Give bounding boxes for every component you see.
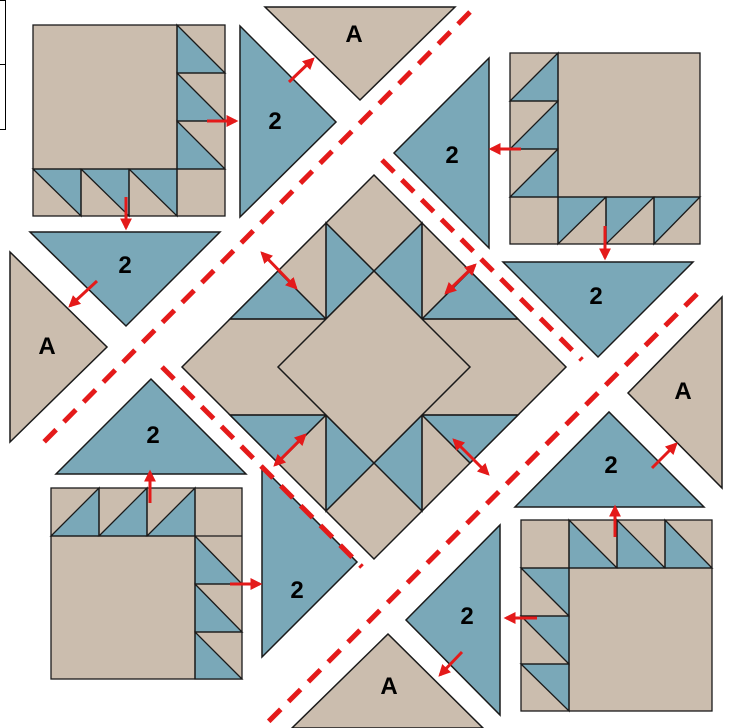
label-a-right: A (674, 378, 691, 405)
label-2-tri-3: 2 (445, 142, 458, 169)
label-a-bottom: A (380, 673, 397, 700)
corner-block-bottom-right (521, 520, 712, 711)
corner-block-top-right (510, 53, 700, 244)
label-a-left: A (38, 333, 55, 360)
label-2-tri-1: 2 (268, 108, 281, 135)
label-a-top: A (345, 21, 362, 48)
red-arrow-icon (652, 444, 676, 468)
label-2-tri-8: 2 (460, 603, 473, 630)
label-2-tri-2: 2 (118, 252, 131, 279)
label-2-tri-7: 2 (604, 452, 617, 479)
label-2-tri-6: 2 (290, 577, 303, 604)
corner-block-top-left (33, 25, 225, 216)
red-arrow-icon (289, 59, 313, 82)
label-2-tri-5: 2 (146, 422, 159, 449)
corner-block-bottom-left (51, 488, 242, 679)
label-2-tri-4: 2 (589, 283, 602, 310)
